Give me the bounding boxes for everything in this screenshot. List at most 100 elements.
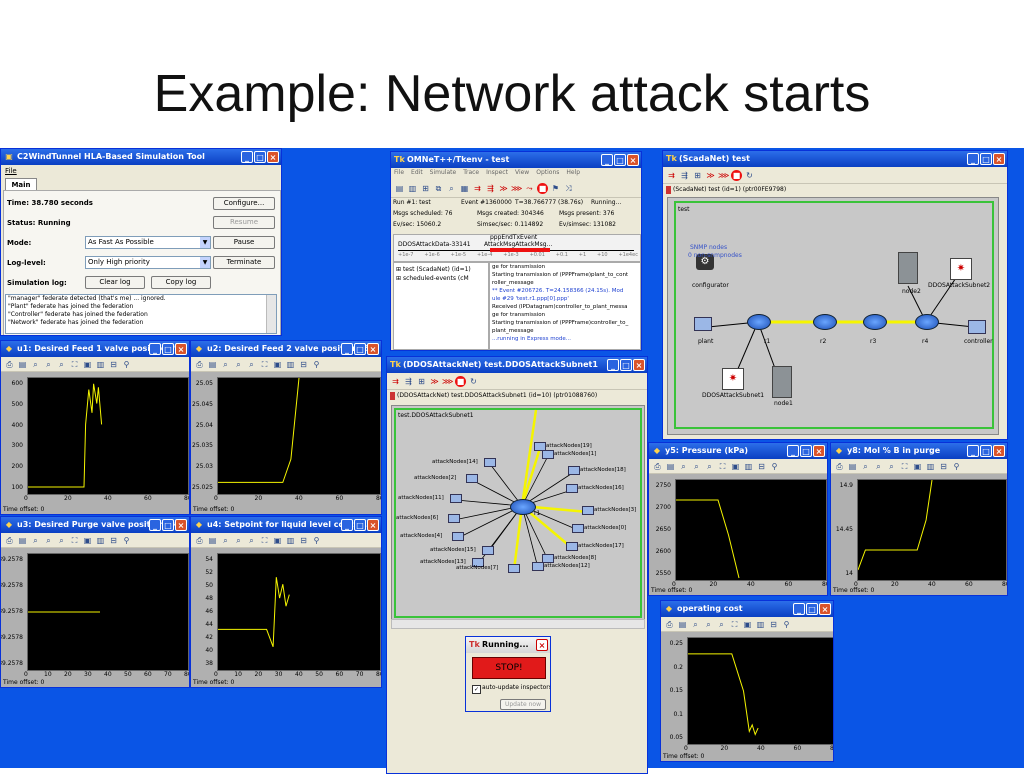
maximize-icon[interactable]: □ <box>620 359 632 371</box>
save-axes-icon[interactable]: ▣ <box>743 619 752 629</box>
params-icon[interactable]: ▤ <box>666 461 675 471</box>
network-icon[interactable]: ⊞ <box>422 183 429 193</box>
loglevel-select[interactable]: Only High priority▼ <box>85 256 211 269</box>
properties-icon[interactable]: ▥ <box>744 461 753 471</box>
run-icon[interactable]: ⇶ <box>487 183 494 193</box>
scrollbar[interactable] <box>266 295 276 333</box>
controller-laptop-icon[interactable] <box>968 320 986 334</box>
menu-item[interactable]: Edit <box>411 169 423 176</box>
zoom-y-icon[interactable]: ⌕ <box>249 359 254 369</box>
fast-icon[interactable]: ≫ <box>430 376 439 386</box>
close-icon[interactable]: × <box>819 603 831 615</box>
lock-icon[interactable]: ⊟ <box>770 619 777 629</box>
until-icon[interactable]: ⤳ <box>526 183 533 193</box>
node2-server-icon[interactable] <box>898 252 918 284</box>
params-icon[interactable]: ▤ <box>678 619 687 629</box>
properties-icon[interactable]: ▥ <box>96 535 105 545</box>
attack-node-laptop-icon[interactable] <box>482 546 494 555</box>
minimize-icon[interactable]: _ <box>787 445 799 457</box>
maximize-icon[interactable]: □ <box>354 343 366 355</box>
hla-titlebar[interactable]: ▣C2WindTunnel HLA-Based Simulation Tool … <box>1 149 281 165</box>
step-icon[interactable]: ⇉ <box>392 376 399 386</box>
menu-item[interactable]: Inspect <box>486 169 508 176</box>
zoom-x-icon[interactable]: ⌕ <box>236 359 241 369</box>
zoom-y-icon[interactable]: ⌕ <box>889 461 894 471</box>
plot-area[interactable] <box>675 479 827 581</box>
close-icon[interactable]: × <box>633 359 645 371</box>
stop-button[interactable]: STOP! <box>472 657 546 679</box>
maximize-icon[interactable]: □ <box>254 151 266 163</box>
plot-titlebar[interactable]: ◆u3: Desired Purge valve position (%)_□× <box>1 517 189 533</box>
scada-titlebar[interactable]: Tk(ScadaNet) test _□× <box>663 151 1007 167</box>
params-icon[interactable]: ▤ <box>208 535 217 545</box>
chevron-down-icon[interactable]: ▼ <box>200 237 210 248</box>
maximize-icon[interactable]: □ <box>806 603 818 615</box>
configure-button[interactable]: Configure... <box>213 197 275 210</box>
search-icon[interactable]: ⌕ <box>449 183 454 193</box>
maximize-icon[interactable]: □ <box>162 343 174 355</box>
express-icon[interactable]: ⋙ <box>511 183 523 193</box>
refresh-icon[interactable]: ↻ <box>470 376 477 386</box>
attack-node-laptop-icon[interactable] <box>484 458 496 467</box>
autoscale-icon[interactable]: ⛶ <box>261 359 268 369</box>
ddos-canvas[interactable]: test.DDOSAttackSubnet1 attackNodes[19]at… <box>391 405 645 621</box>
zoom-x-icon[interactable]: ⌕ <box>46 535 51 545</box>
plot-titlebar[interactable]: ◆u2: Desired Feed 2 valve position (%)_□… <box>191 341 381 357</box>
mode-select[interactable]: As Fast As Possible▼ <box>85 236 211 249</box>
ddos1-network-icon[interactable]: ✷ <box>722 368 744 390</box>
attack-node-laptop-icon[interactable] <box>542 450 554 459</box>
copy-icon[interactable]: ⧉ <box>435 183 442 193</box>
plot-titlebar[interactable]: ◆y5: Pressure (kPa)_□× <box>649 443 827 459</box>
print-icon[interactable]: ⎙ <box>6 535 13 545</box>
maximize-icon[interactable]: □ <box>980 153 992 165</box>
params-icon[interactable]: ▤ <box>848 461 857 471</box>
minimize-icon[interactable]: _ <box>149 519 161 531</box>
signal-icon[interactable]: ⚲ <box>771 461 778 471</box>
maximize-icon[interactable]: □ <box>614 154 626 166</box>
attack-node-laptop-icon[interactable] <box>534 442 546 451</box>
print-icon[interactable]: ⎙ <box>196 535 203 545</box>
lock-icon[interactable]: ⊟ <box>940 461 947 471</box>
minimize-icon[interactable]: _ <box>341 519 353 531</box>
menu-item[interactable]: Options <box>536 169 560 176</box>
update-now-button[interactable]: Update now <box>500 699 546 710</box>
express-icon[interactable]: ⋙ <box>718 170 730 180</box>
minimize-icon[interactable]: _ <box>149 343 161 355</box>
clear-log-button[interactable]: Clear log <box>85 276 145 289</box>
plot-area[interactable] <box>27 377 189 495</box>
plot-area[interactable] <box>857 479 1007 581</box>
attack-node-laptop-icon[interactable] <box>448 514 460 523</box>
properties-icon[interactable]: ▥ <box>926 461 935 471</box>
signal-icon[interactable]: ⚲ <box>313 359 320 369</box>
close-icon[interactable]: × <box>175 343 187 355</box>
lock-icon[interactable]: ⊟ <box>300 359 307 369</box>
step-icon[interactable]: ⇉ <box>474 183 481 193</box>
ddos-titlebar[interactable]: Tk(DDOSAttackNet) test.DDOSAttackSubnet1… <box>387 357 647 373</box>
print-icon[interactable]: ⎙ <box>836 461 843 471</box>
express-icon[interactable]: ⋙ <box>442 376 454 386</box>
zoom-x-icon[interactable]: ⌕ <box>694 461 699 471</box>
signal-icon[interactable]: ⚲ <box>123 535 130 545</box>
menu-item[interactable]: Simulate <box>429 169 457 176</box>
autoscale-icon[interactable]: ⛶ <box>71 359 78 369</box>
minimize-icon[interactable]: _ <box>607 359 619 371</box>
zoom-icon[interactable]: ⌕ <box>223 359 228 369</box>
zoom-icon[interactable]: ⌕ <box>33 359 38 369</box>
plot-titlebar[interactable]: ◆u4: Setpoint for liquid level contro...… <box>191 517 381 533</box>
attack-node-laptop-icon[interactable] <box>566 542 578 551</box>
fast-icon[interactable]: ≫ <box>706 170 715 180</box>
params-icon[interactable]: ▤ <box>18 359 27 369</box>
step-icon[interactable]: ⇉ <box>668 170 675 180</box>
zoom-x-icon[interactable]: ⌕ <box>876 461 881 471</box>
zoom-y-icon[interactable]: ⌕ <box>249 535 254 545</box>
ddos2-network-icon[interactable]: ✷ <box>950 258 972 280</box>
attack-node-laptop-icon[interactable] <box>542 554 554 563</box>
attack-node-laptop-icon[interactable] <box>572 524 584 533</box>
signal-icon[interactable]: ⚲ <box>783 619 790 629</box>
print-icon[interactable]: ⎙ <box>654 461 661 471</box>
save-axes-icon[interactable]: ▣ <box>273 535 282 545</box>
pause-button[interactable]: Pause <box>213 236 275 249</box>
signal-icon[interactable]: ⚲ <box>953 461 960 471</box>
minimize-icon[interactable]: _ <box>241 151 253 163</box>
terminate-button[interactable]: Terminate <box>213 256 275 269</box>
